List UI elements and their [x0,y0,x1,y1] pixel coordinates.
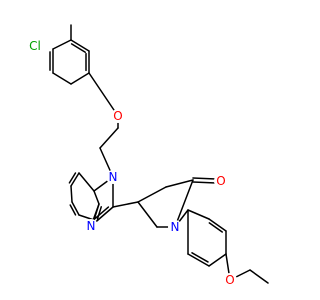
atom-o-ether-upper-label: O [113,109,122,123]
atom-cl: Cl [26,37,44,55]
atom-n-imine-label: N [87,219,96,233]
double-bond-41 [68,172,77,184]
bond-29 [187,209,210,220]
bond-30 [208,218,227,232]
bond-9 [99,127,119,149]
atom-o-carbonyl-label: O [216,174,225,188]
bond-27 [137,201,158,228]
bond-19 [71,201,80,216]
bond-4 [52,72,72,85]
atom-n-benzimidazole: N [106,170,120,184]
double-bond-43 [96,206,103,220]
atom-o-ethoxy-label: O [225,273,234,287]
bond-1 [70,39,90,52]
atom-n-pyrrolidinone: N [168,220,182,234]
bond-17 [70,172,80,187]
double-bond-40 [70,43,87,53]
double-bond-45 [208,222,223,233]
molecule-structure: Cl O N N O N O [26,24,269,287]
bond-33 [187,253,210,267]
double-bond-42 [69,204,77,216]
atom-n-imine: N [84,219,98,233]
bond-16 [78,172,95,192]
bond-32 [208,253,227,267]
bond-lines [49,24,269,284]
carbonyl-bond-b [192,181,217,184]
atom-o-ether-upper: O [111,109,125,123]
bond-0 [52,39,72,50]
carbonyl-bond-a [192,177,217,180]
atom-o-carbonyl: O [214,174,228,188]
atom-o-ethoxy: O [223,273,237,287]
bond-25 [174,179,194,228]
double-bond-46 [191,252,209,263]
atom-n-benzimidazole-label: N [109,170,118,184]
bond-18 [70,185,73,203]
bond-7 [88,72,119,117]
bond-37 [249,269,269,284]
bond-21 [93,203,100,221]
atom-n-pyrrolidinone-label: N [171,220,180,234]
bond-24 [165,179,194,188]
atom-cl-label: Cl [29,39,41,53]
bond-22 [112,201,139,208]
double-bond-44 [90,206,110,223]
atom-labels: Cl O N N O N O [26,37,237,287]
bond-15 [93,190,100,205]
bond-23 [137,186,167,203]
bond-3 [70,72,90,85]
